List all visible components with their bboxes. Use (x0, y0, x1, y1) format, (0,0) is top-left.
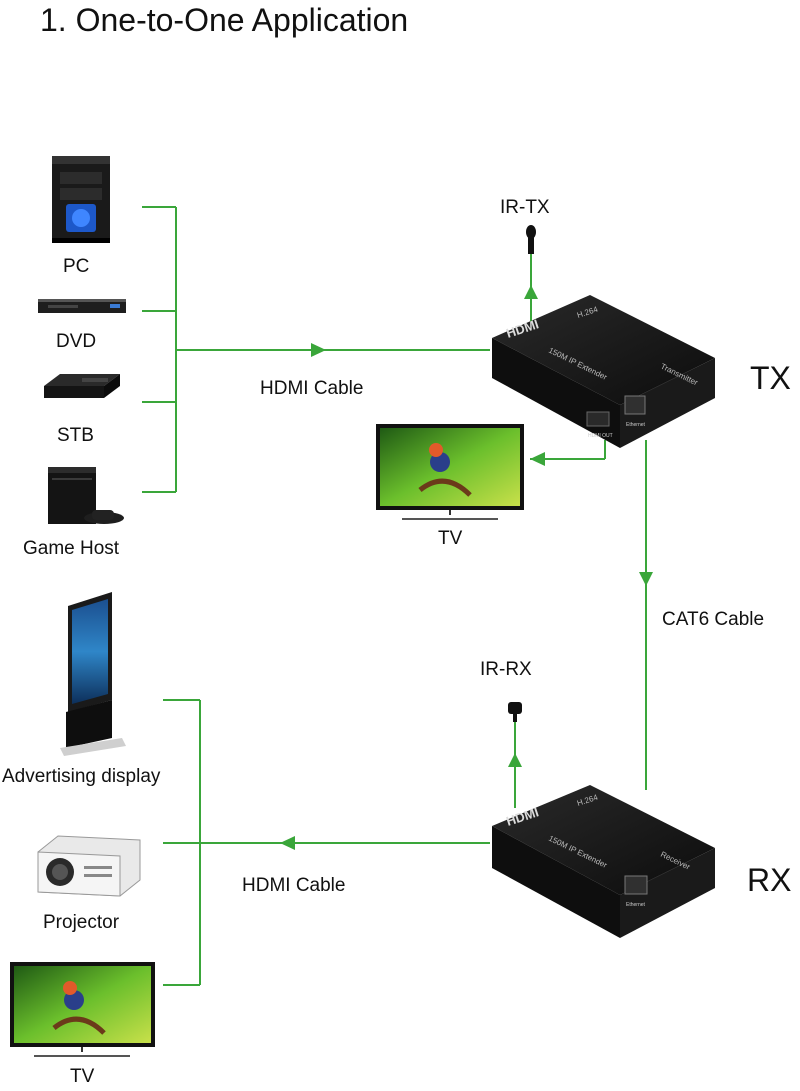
ir-tx-sensor-icon (526, 225, 536, 254)
tx-ethernet-port (624, 395, 646, 415)
arrowheads (280, 285, 653, 850)
arrow-ir-rx (508, 753, 522, 767)
hdmi-cable-label-bottom: HDMI Cable (242, 875, 346, 896)
display-label-advertising: Advertising display (2, 766, 161, 787)
hdmi-cable-label-top: HDMI Cable (260, 378, 364, 399)
tv-top-icon (376, 424, 524, 520)
arrow-cat6 (639, 572, 653, 586)
tv-bottom-icon (10, 962, 155, 1057)
source-label-pc: PC (63, 256, 90, 277)
ir-rx-sensor-icon (508, 702, 522, 722)
projector-icon (37, 835, 141, 897)
game-console-icon (48, 467, 124, 524)
page-title: 1. One-to-One Application (40, 2, 409, 38)
stb-icon (44, 374, 120, 398)
arrow-tv-top (530, 452, 545, 466)
advertising-display-icon (60, 592, 126, 756)
rx-unit: HDMI H.264 150M IP Extender Receiver Eth… (492, 785, 715, 938)
tx-unit: HDMI H.264 150M IP Extender Transmitter … (492, 295, 715, 448)
display-label-projector: Projector (43, 912, 120, 933)
tx-hdmi-port (586, 411, 610, 427)
connection-lines (142, 206, 647, 986)
rx-eth-port-label: Ethernet (626, 902, 646, 908)
ir-rx-label: IR-RX (480, 659, 532, 680)
tv-top-label: TV (438, 528, 463, 549)
source-label-stb: STB (57, 425, 94, 446)
tv-bottom-label: TV (70, 1066, 95, 1087)
tx-eth-port-label: Ethernet (626, 422, 646, 428)
arrow-ir-tx (524, 285, 538, 299)
source-label-game-host: Game Host (23, 538, 120, 559)
cat6-cable-label: CAT6 Cable (662, 609, 765, 630)
tx-hdmi-port-label: HDMI OUT (588, 433, 613, 439)
tx-unit-label: TX (750, 360, 791, 396)
arrow-hdmi-tx (311, 343, 326, 357)
dvd-icon (38, 299, 126, 313)
ir-tx-label: IR-TX (500, 197, 550, 218)
source-label-dvd: DVD (56, 331, 97, 352)
pc-icon (52, 156, 110, 243)
rx-unit-label: RX (747, 862, 792, 898)
rx-ethernet-port (624, 875, 648, 895)
arrow-hdmi-rx (280, 836, 295, 850)
